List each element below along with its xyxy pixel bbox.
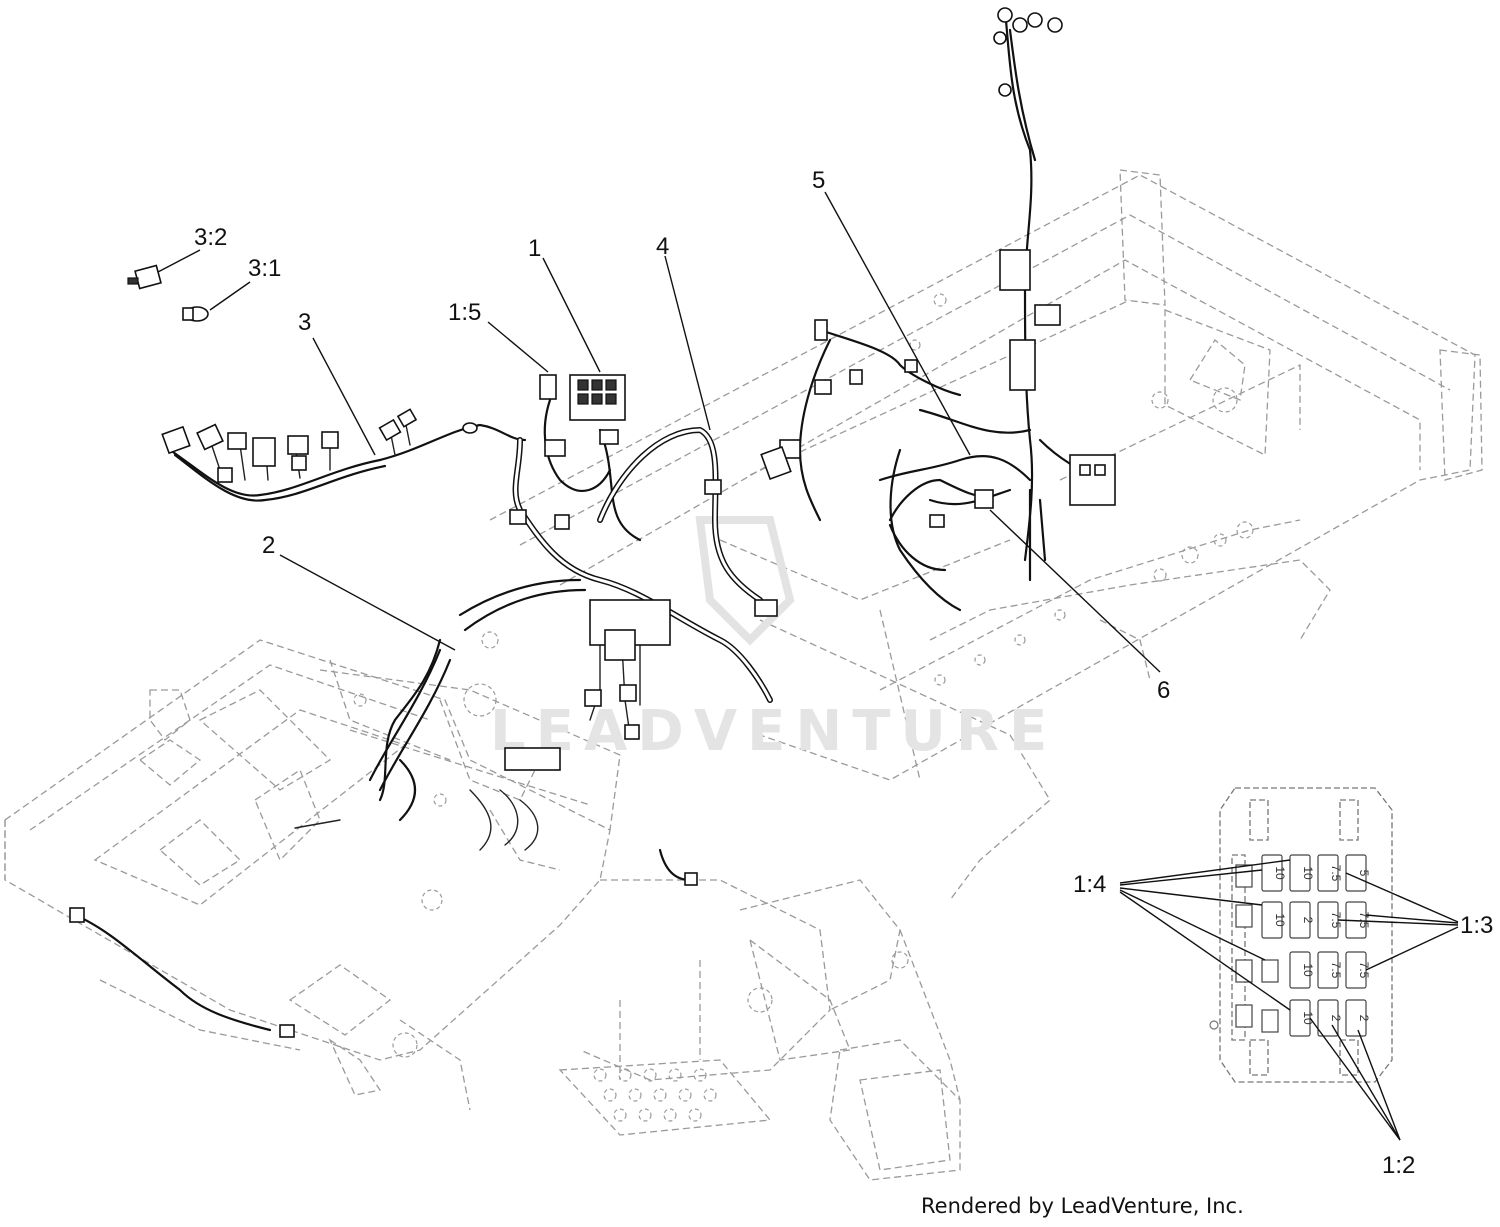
- fuse-block-detail: 10 10 7.5 5 10 2 7.5 7.5 10 7.5 7.5 10 2…: [1209, 787, 1393, 1083]
- fuse-value: 2: [1357, 1015, 1371, 1022]
- fuse-value: 7.5: [1329, 912, 1343, 929]
- callouts: 1 1:5 2 3 3:1 3:2 4 5 6 1:2 1:3 1:4: [194, 167, 1493, 1179]
- fuse-value: 5: [1357, 870, 1371, 877]
- harness-3: [161, 408, 527, 502]
- callout-1-5: 1:5: [448, 299, 481, 326]
- fuse-value: 10: [1301, 866, 1315, 880]
- callout-3-1: 3:1: [248, 255, 281, 282]
- callout-3: 3: [298, 309, 311, 336]
- render-credit: Rendered by LeadVenture, Inc.: [921, 1194, 1244, 1218]
- callout-1-4: 1:4: [1073, 871, 1106, 898]
- fuse-value: 10: [1301, 963, 1315, 977]
- fuse-value: 7.5: [1357, 912, 1371, 929]
- leader-lines: [157, 191, 1459, 1141]
- callout-5: 5: [812, 167, 825, 194]
- harness-6: [888, 478, 994, 572]
- fuse-value: 7.5: [1357, 962, 1371, 979]
- harness-5: [760, 7, 1116, 612]
- fuse-value: 7.5: [1329, 865, 1343, 882]
- callout-3-2: 3:2: [194, 224, 227, 251]
- callout-4: 4: [656, 233, 669, 260]
- callout-6: 6: [1157, 677, 1170, 704]
- callout-2: 2: [262, 532, 275, 559]
- fuse-value: 10: [1273, 866, 1287, 880]
- svg-text:LEADVENTURE: LEADVENTURE: [490, 699, 1057, 764]
- watermark: LEADVENTURE: [490, 516, 1057, 764]
- fuse-value: 10: [1273, 913, 1287, 927]
- fuse-value: 10: [1301, 1011, 1315, 1025]
- step-plate-holes: [593, 1068, 717, 1122]
- harness-1: [378, 374, 773, 851]
- callout-1-3: 1:3: [1460, 912, 1493, 939]
- harness-4: [597, 427, 778, 617]
- callout-1: 1: [528, 235, 541, 262]
- fuse-value: 7.5: [1329, 962, 1343, 979]
- connector-3-2: [127, 264, 162, 290]
- rail-holes: [353, 293, 1254, 1058]
- harness-2: [69, 648, 698, 1038]
- callout-1-2: 1:2: [1382, 1152, 1415, 1179]
- fuse-value: 2: [1329, 1015, 1343, 1022]
- fuse-value: 2: [1301, 917, 1315, 924]
- connector-3-1: [182, 306, 209, 322]
